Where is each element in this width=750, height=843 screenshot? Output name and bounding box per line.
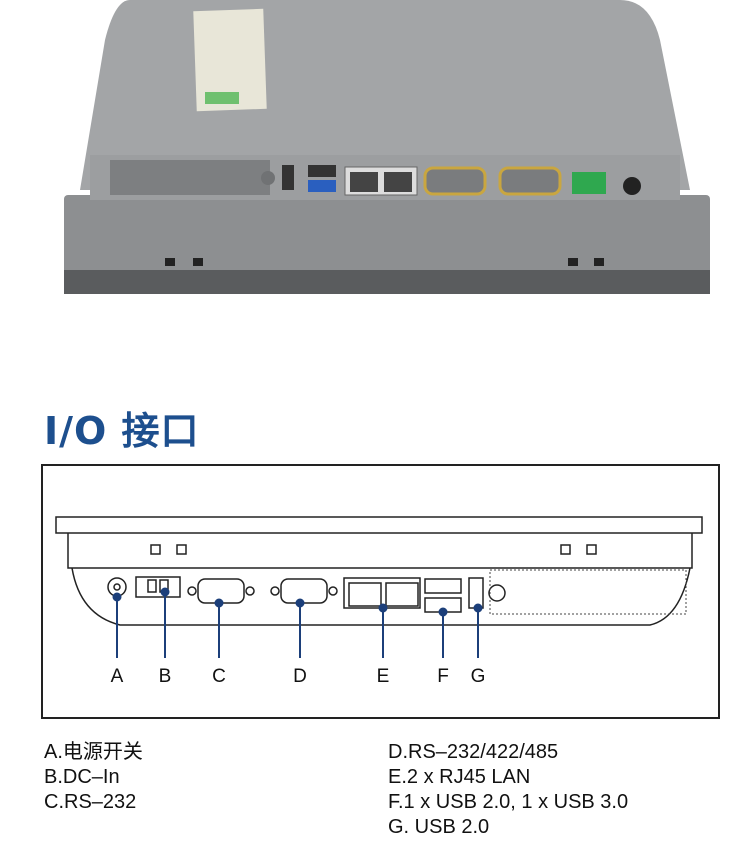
callout-dot-d <box>295 598 305 608</box>
callout-dot-b <box>160 587 170 597</box>
port-label-b: B <box>158 666 172 687</box>
legend-item-g: G. USB 2.0 <box>388 816 490 838</box>
io-diagram-frame <box>41 464 720 719</box>
callout-dot-c <box>214 598 224 608</box>
page-title: I/O 接口 <box>44 409 200 453</box>
port-label-a: A <box>110 666 124 687</box>
callout-dot-g <box>473 603 483 613</box>
legend-item-f: F.1 x USB 2.0, 1 x USB 3.0 <box>388 791 629 813</box>
callout-dot-a <box>112 592 122 602</box>
callout-dot-e <box>378 603 388 613</box>
port-label-d: D <box>293 666 307 687</box>
callout-dot-f <box>438 607 448 617</box>
port-label-c: C <box>212 666 226 687</box>
legend-item-c: C.RS–232 <box>44 791 137 813</box>
legend-item-e: E.2 x RJ45 LAN <box>388 766 531 788</box>
legend-item-a: A.电源开关 <box>44 741 143 763</box>
port-label-g: G <box>470 666 486 687</box>
legend-item-d: D.RS–232/422/485 <box>388 741 559 763</box>
port-label-f: F <box>437 666 449 687</box>
legend-item-b: B.DC–In <box>44 766 120 788</box>
device-rear-photo <box>64 0 710 294</box>
port-label-e: E <box>376 666 390 687</box>
